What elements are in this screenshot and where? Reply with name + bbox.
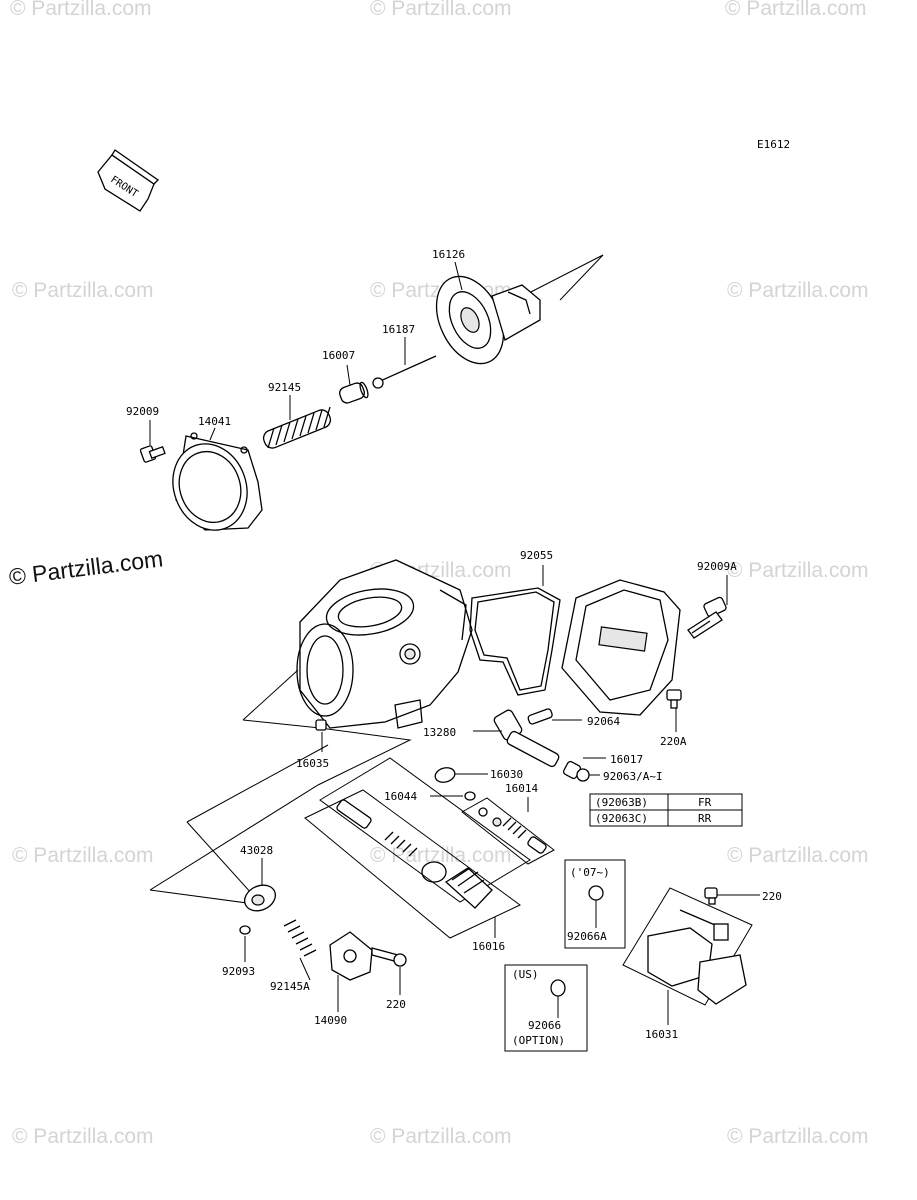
starter-plunger-set-part	[336, 799, 493, 909]
us-option-box: (US) 92066 (OPTION)	[504, 964, 588, 1052]
callout-label: 92064	[587, 715, 620, 728]
watermark: © Partzilla.com	[10, 0, 152, 20]
callout-label: 220	[386, 998, 406, 1011]
us-box-note: (OPTION)	[512, 1034, 565, 1047]
float-bowl-gasket-part	[469, 587, 561, 696]
pump-diaphragm-part	[243, 884, 277, 912]
watermark: © Partzilla.com	[727, 1125, 869, 1148]
callout-label: 92055	[520, 549, 553, 562]
pilot-screw-set-part	[478, 807, 547, 854]
variant-code: (92063B)	[595, 796, 648, 809]
callout-label: 16126	[432, 248, 465, 261]
callout-label: 220	[762, 890, 782, 903]
callout-label: 14041	[198, 415, 231, 428]
year-box-part: 92066A	[567, 930, 607, 943]
year-box-header: ('07~)	[570, 866, 610, 879]
watermark: © Partzilla.com	[725, 0, 867, 20]
watermark: © Partzilla.com	[727, 844, 869, 867]
watermark: © Partzilla.com	[727, 559, 869, 582]
year-variant-box: ('07~) 92066A	[564, 859, 626, 949]
diagram-code: E1612	[757, 138, 790, 151]
callout-label: 92145	[268, 381, 301, 394]
bowl-screw-part	[687, 596, 727, 639]
plug-part	[315, 719, 327, 731]
callout-label: 16035	[296, 757, 329, 770]
small-plug-part	[464, 791, 476, 801]
needle-holder-part	[339, 381, 369, 404]
variant-position: RR	[698, 812, 712, 825]
jet-small-part	[588, 885, 604, 901]
cover-screw-part	[139, 445, 166, 463]
top-cover-part	[172, 432, 263, 531]
callout-label: 92063/A~I	[603, 770, 663, 783]
pump-spring-part	[283, 919, 317, 957]
watermark: © Partzilla.com	[370, 0, 512, 20]
callout-label: 14090	[314, 1014, 347, 1027]
us-box-part: 92066	[528, 1019, 561, 1032]
variant-code: (92063C)	[595, 812, 648, 825]
watermark: © Partzilla.com	[370, 1125, 512, 1148]
callout-label: 16007	[322, 349, 355, 362]
callout-label: 220A	[660, 735, 687, 748]
float-bowl-part	[561, 579, 681, 716]
watermark: © Partzilla.com	[727, 279, 869, 302]
callout-label: 92093	[222, 965, 255, 978]
callout-label: 16017	[610, 753, 643, 766]
piston-spring-part	[262, 406, 332, 449]
watermark-prominent: © Partzilla.com	[7, 545, 164, 590]
pump-cover-part	[329, 931, 373, 981]
callout-label: 16044	[384, 790, 417, 803]
small-screw-part	[666, 689, 682, 709]
callout-label: 92145A	[270, 980, 310, 993]
callout-label: 43028	[240, 844, 273, 857]
watermark: © Partzilla.com	[12, 1125, 154, 1148]
front-arrow-icon: FRONT	[97, 149, 160, 212]
variant-position: FR	[698, 796, 712, 809]
callout-labels: 16126 16187 16007 92145 14041 92009 9205…	[126, 248, 782, 1041]
float-part	[622, 887, 753, 1006]
callout-label: 92009A	[697, 560, 737, 573]
jet-needle-part	[372, 355, 437, 389]
watermark: © Partzilla.com	[12, 279, 154, 302]
callout-label: 13280	[423, 726, 456, 739]
callout-label: 16014	[505, 782, 538, 795]
pump-screw-part	[371, 947, 407, 967]
watermark: © Partzilla.com	[12, 844, 154, 867]
callout-label: 16016	[472, 940, 505, 953]
variant-table: (92063B) FR (92063C) RR	[589, 793, 743, 827]
float-screw-part	[704, 887, 718, 905]
callout-label: 16187	[382, 323, 415, 336]
o-ring-part	[239, 925, 251, 935]
pilot-jet-part	[527, 708, 553, 725]
jet-plug-part	[434, 767, 456, 783]
us-box-header: (US)	[512, 968, 539, 981]
main-jet-holder-part	[506, 730, 582, 780]
main-jet-part	[576, 768, 590, 782]
callout-leaders	[149, 261, 760, 1025]
carburetor-body-part	[296, 559, 473, 729]
diaphragm-piston-part	[435, 275, 541, 365]
callout-label: 16030	[490, 768, 523, 781]
callout-label: 16031	[645, 1028, 678, 1041]
callout-label: 92009	[126, 405, 159, 418]
jet-option-part	[550, 979, 566, 997]
